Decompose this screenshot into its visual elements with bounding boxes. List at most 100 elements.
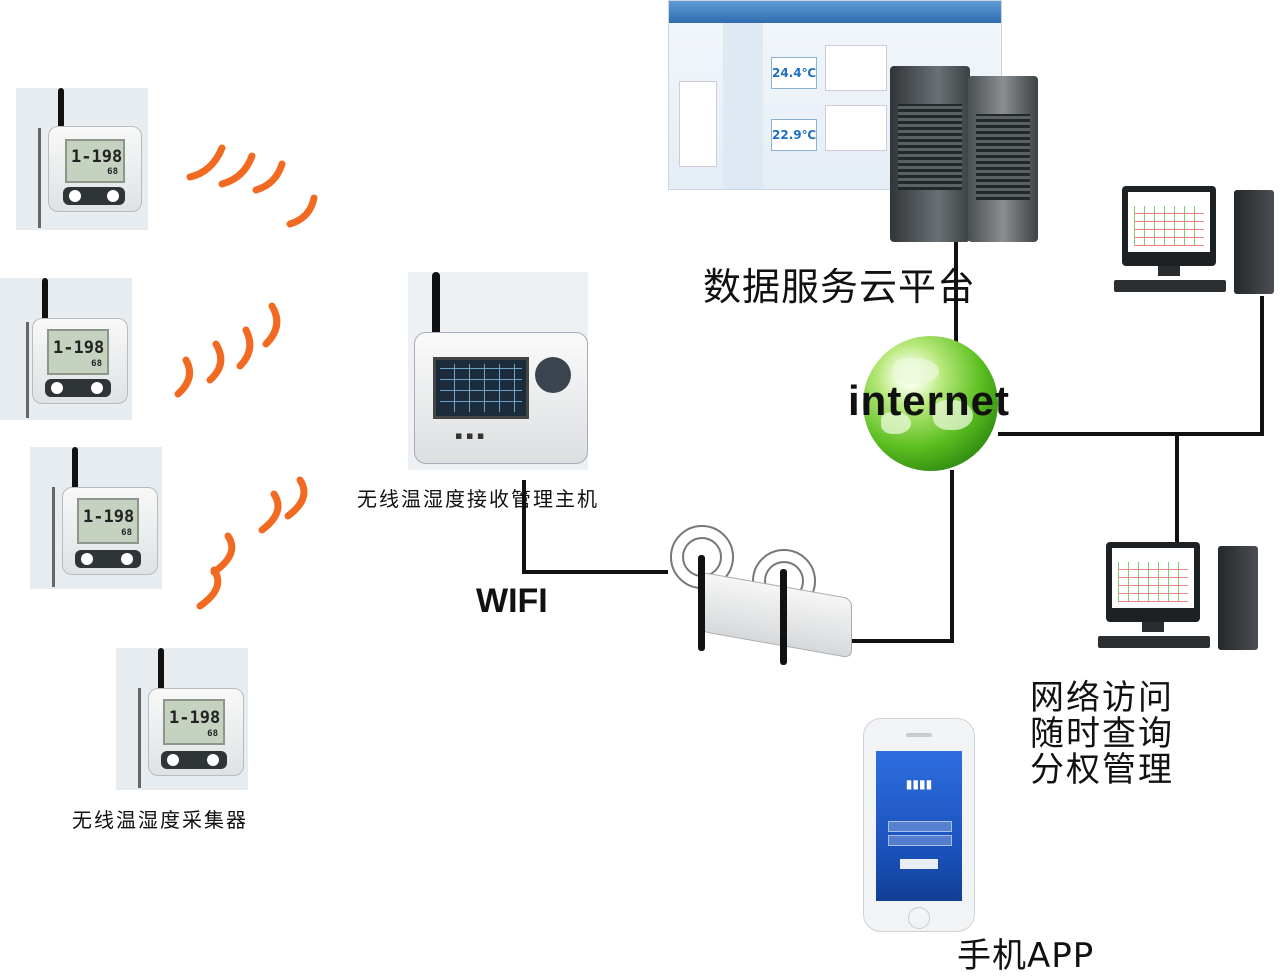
dashboard-trend-graph: [825, 105, 887, 151]
sensor-lcd: 1-198 68: [65, 139, 125, 183]
mobile-app-label: 手机APP: [957, 936, 1095, 976]
sensor-button-bar: [75, 550, 141, 568]
app-screen: ▮▮▮▮: [876, 751, 962, 901]
app-username-field: [888, 821, 952, 832]
server-tower: [890, 66, 970, 242]
back-button-icon: [51, 382, 63, 394]
wave-arc: [284, 476, 308, 520]
sensor-secondary: 68: [121, 528, 132, 538]
access-feature-line: 网络访问: [1030, 678, 1174, 718]
cloud-server: [878, 66, 1048, 246]
dashboard-temp-card: 24.4℃: [771, 57, 817, 89]
hub-antenna: [432, 272, 440, 342]
wave-arc: [210, 532, 236, 576]
router-antenna: [698, 555, 705, 651]
computer-tower: [1234, 190, 1274, 294]
play-button-icon: [207, 754, 219, 766]
dashboard-trend-graph: [679, 81, 717, 167]
internet-to-pcs-line: [998, 296, 1264, 436]
sensor-secondary: 68: [91, 359, 102, 369]
wave-arc: [236, 326, 254, 370]
sensor-button-bar: [45, 379, 111, 397]
wave-arc: [258, 490, 282, 534]
phone-speaker: [906, 733, 932, 737]
computer-monitor: [1122, 186, 1216, 266]
sensor-probe: [52, 487, 55, 587]
app-logo: ▮▮▮▮: [905, 777, 933, 791]
sensor-probe: [138, 688, 141, 788]
sensor-secondary: 68: [107, 167, 118, 177]
sensor-button-bar: [63, 187, 125, 205]
sensor-lcd: 1-198 68: [163, 699, 225, 745]
sensor-body: 1-198 68: [62, 487, 158, 575]
sensor-probe: [26, 322, 29, 418]
hub-caption: 无线温湿度接收管理主机: [357, 487, 599, 511]
globe-landmass: [933, 400, 973, 430]
dashboard-sidebar: [723, 23, 763, 189]
sensor-device: 1-198 68: [0, 278, 132, 420]
wave-arc: [196, 566, 222, 610]
sensor-body: 1-198 68: [148, 688, 244, 776]
play-button-icon: [107, 190, 119, 202]
sensor-body: 1-198 68: [48, 126, 142, 212]
server-tower: [968, 76, 1038, 242]
sensor-button-bar: [161, 751, 227, 769]
globe-landmass: [893, 358, 939, 384]
dashboard-trend-graph: [825, 45, 887, 91]
mobile-phone: ▮▮▮▮: [863, 718, 975, 932]
wave-arc: [174, 356, 194, 398]
hub-brand-logo: ▪ ▪ ▪: [455, 429, 485, 442]
play-button-icon: [121, 553, 133, 565]
sensor-antenna: [72, 447, 78, 493]
client-computer: [1098, 542, 1268, 654]
back-button-icon: [69, 190, 81, 202]
hub-to-router-line: [522, 480, 668, 574]
wave-arc: [218, 152, 256, 188]
sensor-antenna: [58, 88, 64, 134]
router-body: [700, 571, 852, 659]
app-password-field: [888, 835, 952, 846]
sensor-device: 1-198 68: [116, 648, 248, 790]
keyboard: [1114, 280, 1226, 292]
router-antenna: [780, 569, 787, 665]
home-button-icon: [908, 907, 930, 929]
wifi-router: [660, 515, 860, 665]
app-login-button: [900, 859, 938, 869]
wifi-label: WIFI: [476, 582, 548, 620]
play-button-icon: [91, 382, 103, 394]
dashboard-header: [669, 1, 1001, 23]
sensor-lcd: 1-198 68: [77, 498, 139, 544]
sensor-reading: 1-198: [83, 507, 135, 527]
back-button-icon: [81, 553, 93, 565]
hub-navigation-pad: [535, 357, 571, 393]
monitor-stand: [1158, 266, 1180, 276]
wave-arc: [252, 160, 286, 194]
sensor-device: 1-198 68: [30, 447, 162, 589]
keyboard: [1098, 636, 1210, 648]
computer-tower: [1218, 546, 1258, 650]
sensor-probe: [38, 128, 41, 228]
hub-screen: [433, 357, 529, 419]
internet-label: internet: [848, 377, 1011, 424]
internet-globe: [863, 336, 998, 471]
router-to-internet-line: [830, 470, 954, 643]
wave-arc: [186, 144, 226, 181]
monitor-stand: [1142, 622, 1164, 632]
sensor-secondary: 68: [207, 729, 218, 739]
wave-arc: [206, 340, 225, 384]
cloud-platform-label: 数据服务云平台: [703, 265, 977, 309]
hub-body: ▪ ▪ ▪: [414, 332, 588, 464]
sensor-reading: 1-198: [169, 708, 221, 728]
back-button-icon: [167, 754, 179, 766]
sensor-antenna: [42, 278, 48, 324]
globe-landmass: [881, 412, 911, 434]
sensor-antenna: [158, 648, 164, 694]
sensor-caption: 无线温湿度采集器: [72, 808, 248, 832]
wave-arc: [262, 302, 281, 348]
sensor-reading: 1-198: [71, 147, 123, 167]
receiver-host-device: ▪ ▪ ▪: [408, 272, 588, 470]
access-feature-line: 分权管理: [1030, 750, 1174, 790]
sensor-reading: 1-198: [53, 338, 105, 358]
